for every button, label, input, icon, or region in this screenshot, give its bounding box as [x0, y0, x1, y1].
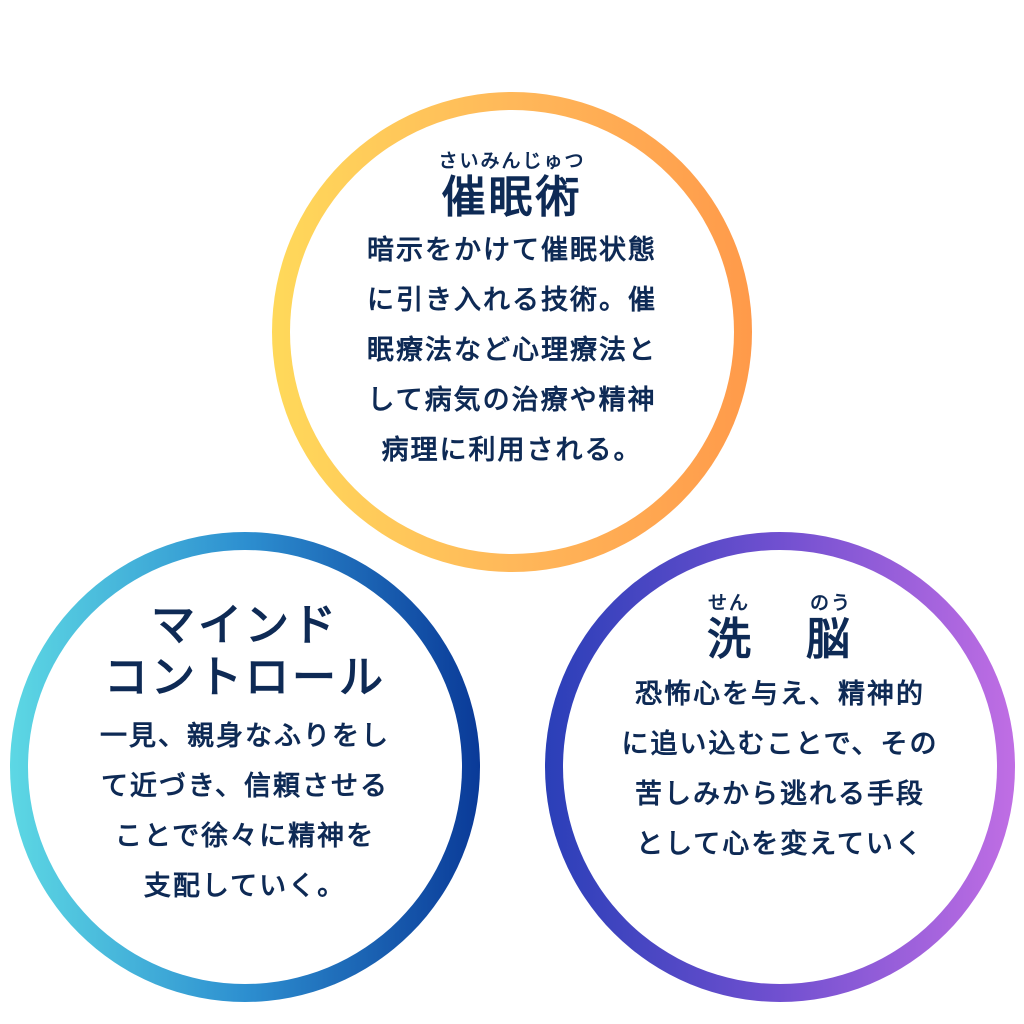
brainwashing-content: せん のう 洗 脳 恐怖心を与え、精神的 に追い込むことで、その 苦しみから逃れ… [545, 532, 1015, 1024]
brainwashing-line: に追い込むことで、その [621, 729, 939, 760]
hypnosis-content: さいみんじゅつ 催眠術 暗示をかけて催眠状態 に引き入れる技術。催 眠療法など心… [272, 92, 752, 630]
hypnosis-circle-inner [290, 110, 734, 554]
brainwashing-line: 恐怖心を与え、精神的 [635, 679, 925, 710]
brainwashing-description: 恐怖心を与え、精神的 に追い込むことで、その 苦しみから逃れる手段 として心を変… [621, 670, 938, 870]
mind-control-line: 一見、親身なふりをし [100, 721, 390, 752]
hypnosis-title: 催眠術 [441, 172, 583, 223]
brainwashing-ruby-1: せん [707, 592, 750, 614]
brainwashing-circle-inner [563, 550, 997, 984]
mind-control-line: ことで徐々に精神を [114, 821, 376, 852]
hypnosis-line: 眠療法など心理療法と [367, 335, 657, 366]
mind-control-title-line: マインド [151, 600, 339, 651]
mind-control-line: 支配していく。 [143, 871, 347, 902]
hypnosis-circle: さいみんじゅつ 催眠術 暗示をかけて催眠状態 に引き入れる技術。催 眠療法など心… [272, 92, 752, 572]
brainwashing-ruby-2: のう [810, 592, 853, 614]
mind-control-title: マインド コントロール [104, 600, 386, 704]
mind-control-title-line: コントロール [104, 652, 386, 703]
brainwashing-title-char-1: 洗 [707, 614, 754, 665]
hypnosis-line: 病理に利用される。 [381, 435, 643, 466]
brainwashing-title: 洗 脳 [707, 614, 853, 666]
brainwashing-line: として心を変えていく [636, 829, 924, 860]
brainwashing-line: 苦しみから逃れる手段 [635, 779, 925, 810]
hypnosis-line: 暗示をかけて催眠状態 [367, 235, 657, 266]
hypnosis-description: 暗示をかけて催眠状態 に引き入れる技術。催 眠療法など心理療法と して病気の治療… [367, 226, 657, 476]
mind-control-description: 一見、親身なふりをし て近づき、信頼させる ことで徐々に精神を 支配していく。 [100, 712, 390, 912]
hypnosis-line: に引き入れる技術。催 [367, 285, 657, 316]
brainwashing-ruby: せん のう [708, 592, 852, 614]
brainwashing-circle: せん のう 洗 脳 恐怖心を与え、精神的 に追い込むことで、その 苦しみから逃れ… [545, 532, 1015, 1002]
mind-control-content: マインド コントロール 一見、親身なふりをし て近づき、信頼させる ことで徐々に… [10, 532, 480, 1024]
hypnosis-line: して病気の治療や精神 [367, 385, 657, 416]
mind-control-circle: マインド コントロール 一見、親身なふりをし て近づき、信頼させる ことで徐々に… [10, 532, 480, 1002]
brainwashing-title-char-2: 脳 [806, 614, 853, 665]
mind-control-circle-inner [28, 550, 462, 984]
mind-control-line: て近づき、信頼させる [100, 771, 390, 802]
hypnosis-ruby: さいみんじゅつ [438, 150, 586, 172]
